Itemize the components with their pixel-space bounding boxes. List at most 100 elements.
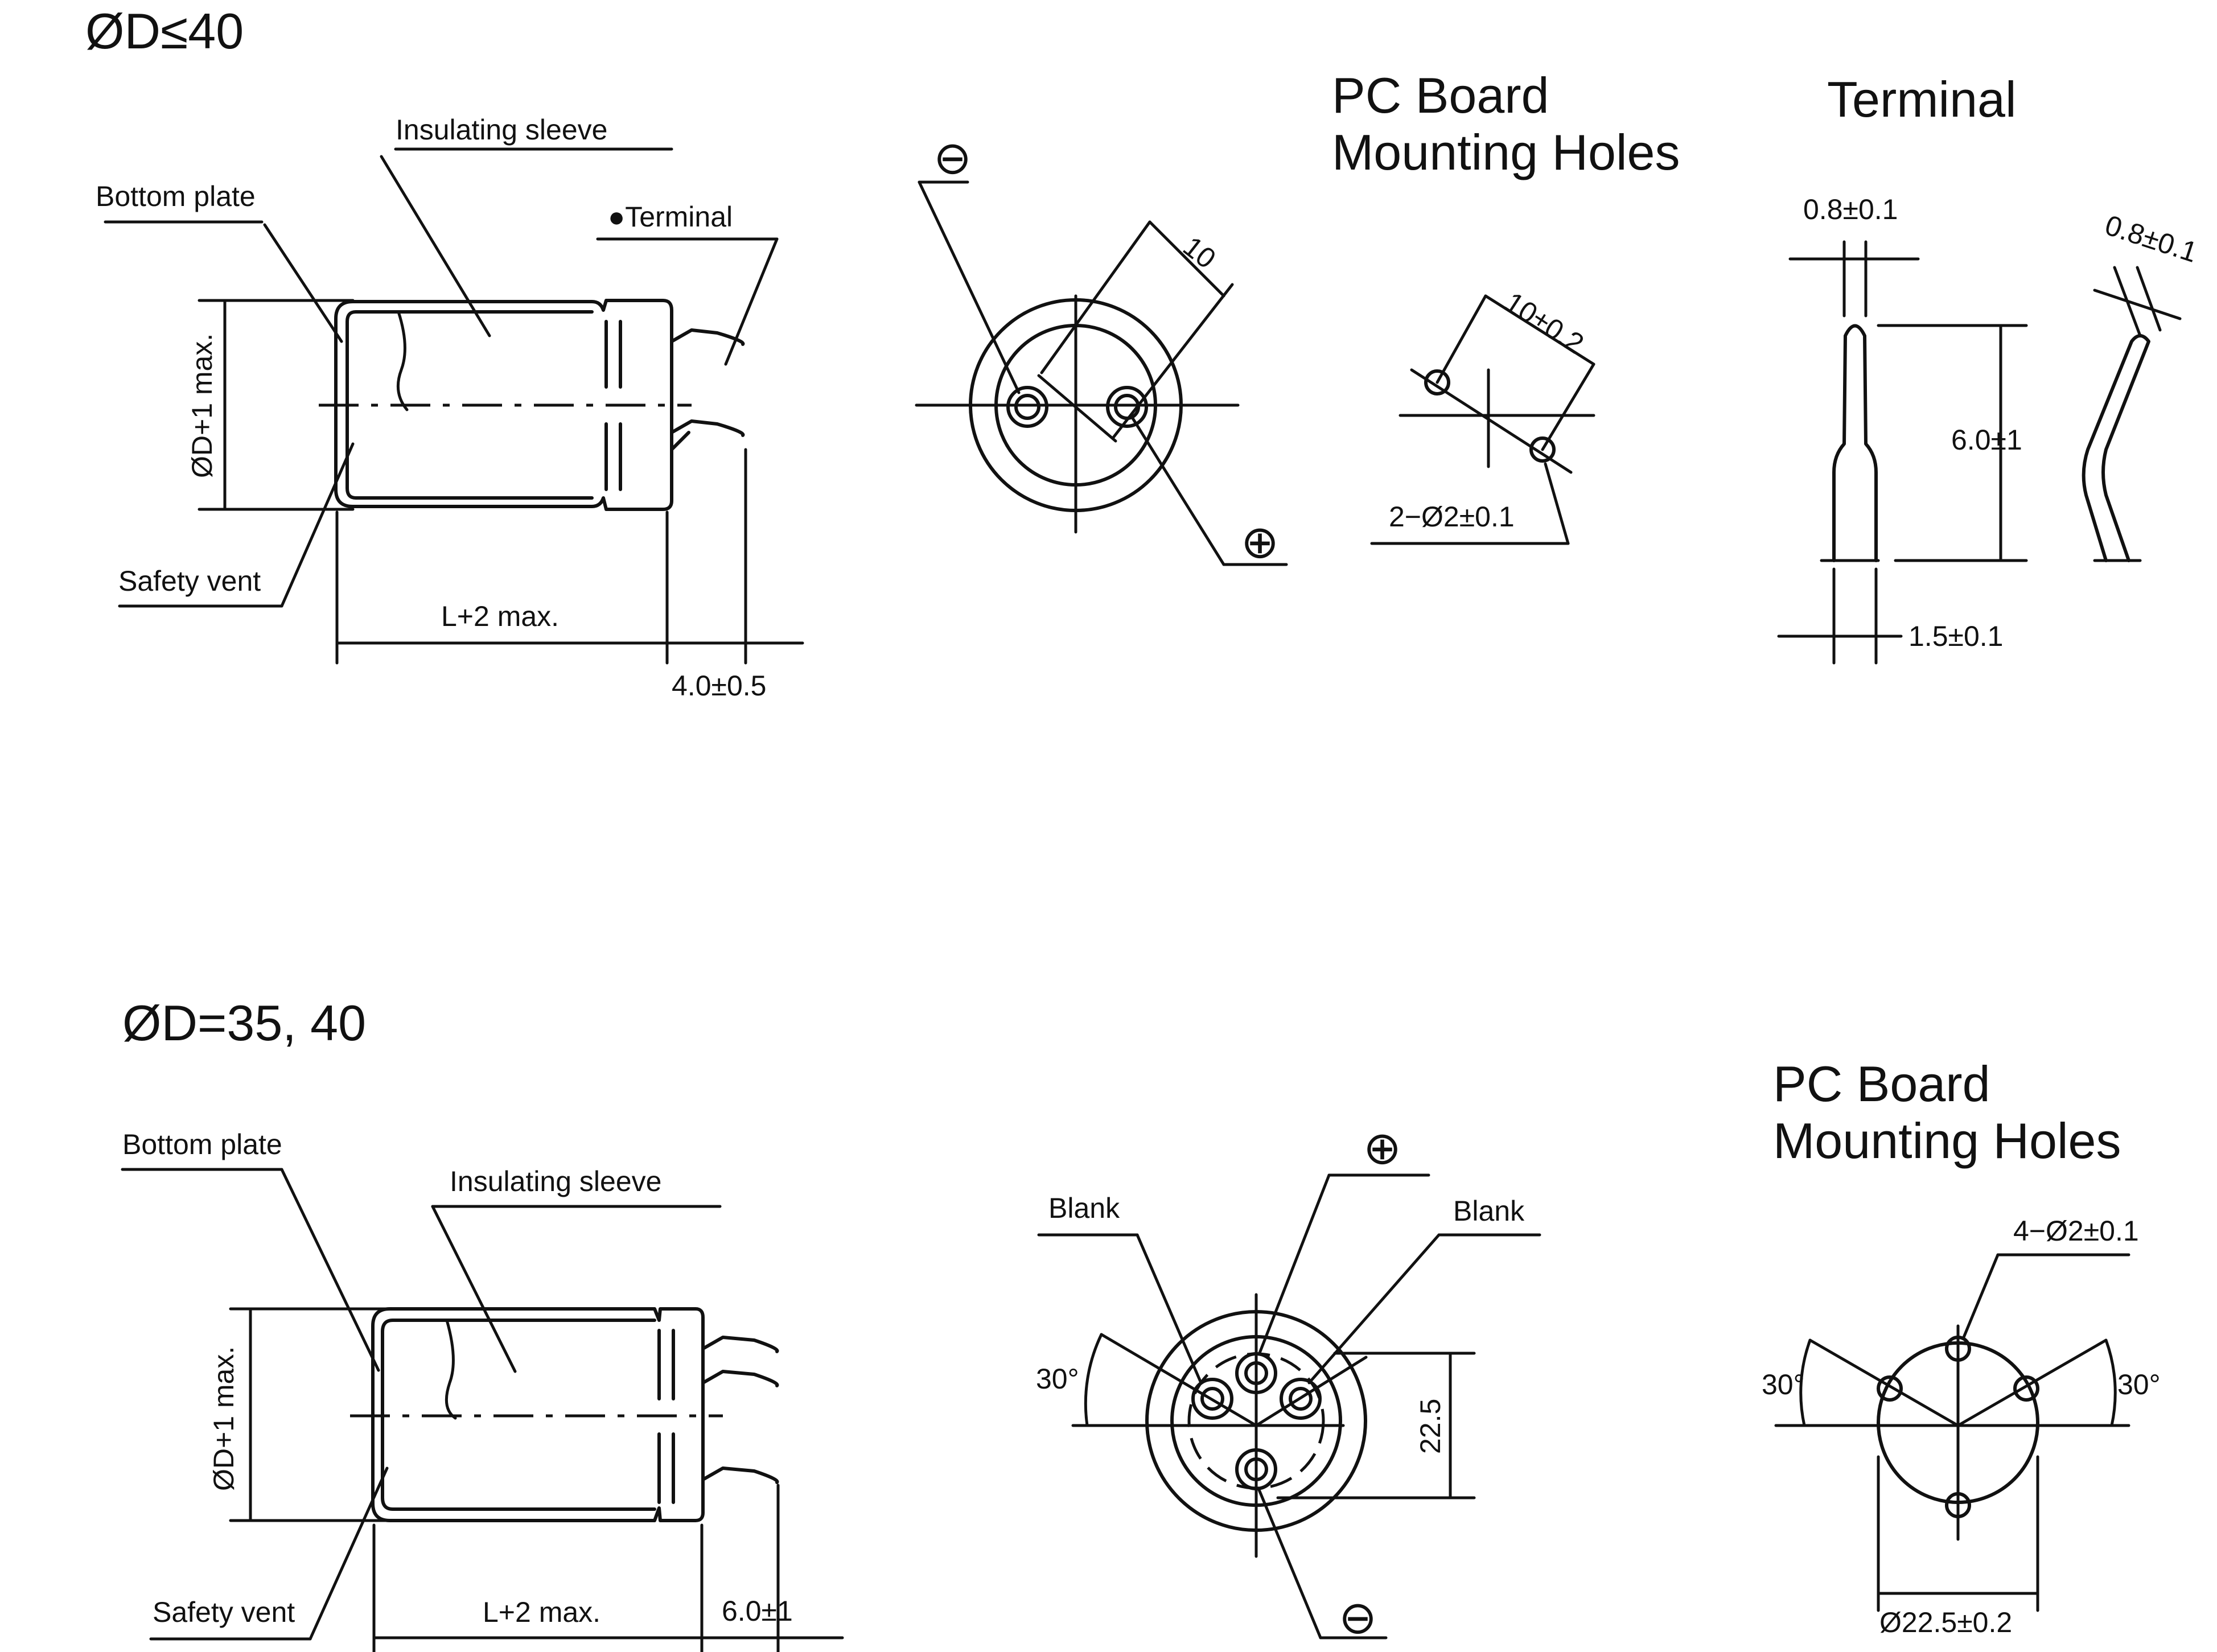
terminal-axis-line [1037, 374, 1117, 443]
blank-left-leader [1136, 1233, 1203, 1385]
positive-terminal-core [1114, 394, 1140, 420]
end2-angle-label: 30° [1036, 1363, 1079, 1395]
neg2-leader [1257, 1488, 1322, 1639]
pcb2-pitch-circle-label: Ø22.5±0.2 [1879, 1606, 2012, 1638]
terminal2-pin-1 [701, 1336, 779, 1353]
end2-angle-arc [1084, 1333, 1103, 1427]
pcb2-angle-right [1956, 1338, 2108, 1427]
section-1-title: ØD≤40 [85, 3, 244, 59]
sleeve-leader [380, 155, 491, 337]
insulating-sleeve-label: Insulating sleeve [396, 114, 607, 146]
terminal2-pin-2 [701, 1370, 779, 1387]
safety-vent-leader [280, 442, 355, 608]
safety-vent-2-label: Safety vent [153, 1596, 295, 1628]
terminal-detail-title: Terminal [1827, 71, 2017, 127]
side-thickness-ext-1 [2113, 266, 2142, 337]
pcb2-angle-right-label: 30° [2117, 1369, 2161, 1400]
pitch-label: 10 [1177, 230, 1221, 275]
sleeve2-leader [431, 1205, 517, 1373]
diameter-label: ØD+1 max. [186, 333, 218, 478]
blank-right-leader [1307, 1233, 1441, 1385]
negative2-terminal [1235, 1448, 1277, 1490]
blank-left-label: Blank [1048, 1192, 1120, 1224]
sleeve2-edge [445, 1319, 457, 1420]
pcb1-title-line2: Mounting Holes [1332, 124, 1680, 180]
bottom-plate-2-label: Bottom plate [122, 1128, 282, 1160]
terminal-length-label: 4.0±0.5 [672, 670, 766, 702]
safety-vent-label: Safety vent [118, 565, 261, 597]
pcb2-title-line1: PC Board [1773, 1056, 1990, 1112]
pcb1-holes-leader [1544, 462, 1570, 545]
insulating-sleeve-2-label: Insulating sleeve [450, 1165, 661, 1197]
terminal-detail: Terminal 0.8±0.1 6.0±1 1.5±0.1 0.8±0.1 [1777, 71, 2202, 665]
pcb2-arc-left [1799, 1338, 1812, 1427]
pcb-holes-1: PC Board Mounting Holes 10±0.2 2−Ø2±0.1 [1332, 67, 1680, 545]
pos2-leader [1257, 1173, 1331, 1356]
side-view-2: Bottom plate Insulating sleeve Safety ve… [121, 1128, 844, 1652]
pcb2-hole-bottom [1945, 1492, 1971, 1518]
blank-left-terminal-core [1200, 1387, 1224, 1411]
bottom-plate2-leader [280, 1168, 380, 1372]
pos-leader [1131, 417, 1225, 566]
pcb2-holes-leader [1962, 1253, 2000, 1339]
positive2-terminal-core [1244, 1361, 1268, 1385]
diameter-2-label: ØD+1 max. [208, 1346, 240, 1491]
blank-right-terminal-core [1289, 1387, 1313, 1411]
positive2-terminal [1235, 1352, 1277, 1394]
pcb2-hole-left [1877, 1375, 1903, 1402]
end2-angle-right [1254, 1356, 1368, 1427]
terminal-pin-lower-2 [670, 431, 690, 451]
pitch-ext-1 [1040, 220, 1151, 374]
pcb1-pitch-label: 10±0.2 [1499, 286, 1589, 360]
thickness-side-label: 0.8±0.1 [2101, 209, 2202, 269]
pitch-dim-line [1148, 220, 1225, 298]
blank-left-terminal [1191, 1378, 1233, 1420]
can2-outline [371, 1307, 705, 1522]
sleeve-edge [396, 310, 409, 411]
bottom-plate-leader [263, 223, 343, 343]
terminal-leader [724, 237, 779, 366]
positive-terminal [1106, 386, 1148, 428]
blank-right-label: Blank [1453, 1195, 1525, 1227]
pcb1-hole-2 [1529, 436, 1556, 463]
pcb2-angle-left [1808, 1338, 1960, 1427]
pcb1-title-line1: PC Board [1332, 67, 1549, 123]
thickness-front-label: 0.8±0.1 [1803, 193, 1898, 225]
pcb2-hole-right [2013, 1375, 2039, 1402]
pcb1-holes-label: 2−Ø2±0.1 [1389, 501, 1515, 533]
pcb1-pitch-dim-line [1484, 294, 1595, 366]
pcb1-hole-1 [1424, 369, 1450, 396]
terminal-side-outline [2082, 334, 2150, 562]
pcb1-pitch-ext-2 [1541, 362, 1595, 451]
blank-right-terminal [1280, 1378, 1322, 1420]
bottom-plate-label: Bottom plate [96, 180, 256, 212]
side-view-1: Insulating sleeve Bottom plate ●Terminal… [96, 114, 804, 702]
negative-2-symbol: ⊖ [1339, 1592, 1377, 1643]
terminal-front-outline [1832, 324, 1878, 562]
side-thickness-ext-2 [2136, 266, 2162, 332]
section-1: ØD≤40 Insulating sleeve Bottom plate ●Te… [85, 3, 2201, 702]
length-label: L+2 max. [441, 600, 559, 632]
end2-angle-left [1100, 1333, 1258, 1427]
side-thickness-dim-line [2093, 289, 2182, 320]
pcb2-title-line2: Mounting Holes [1773, 1113, 2121, 1169]
pcb2-holes-label: 4−Ø2±0.1 [2013, 1215, 2139, 1247]
terminal2-pin-3 [701, 1466, 779, 1484]
terminal-label: ●Terminal [608, 201, 733, 233]
safety-vent2-leader [309, 1466, 389, 1641]
can-outline [334, 299, 673, 511]
section-2-title: ØD=35, 40 [122, 995, 366, 1051]
pcb2-angle-left-label: 30° [1762, 1369, 1805, 1400]
negative-terminal [1006, 386, 1048, 428]
width-label: 1.5±0.1 [1908, 620, 2003, 652]
pcb2-hole-top [1945, 1336, 1971, 1362]
end-view-1: 10 ⊖ ⊕ [915, 133, 1288, 567]
spacing-label: 22.5 [1414, 1399, 1446, 1454]
negative-terminal-core [1014, 394, 1040, 420]
negative2-terminal-core [1244, 1457, 1268, 1481]
pitch-ext-2 [1111, 283, 1234, 440]
neg-leader [918, 180, 1021, 394]
end-view-2: 30° 22.5 ⊕ ⊖ Blank Blank [1036, 1123, 1541, 1643]
terminal-pin-lower [670, 419, 745, 437]
